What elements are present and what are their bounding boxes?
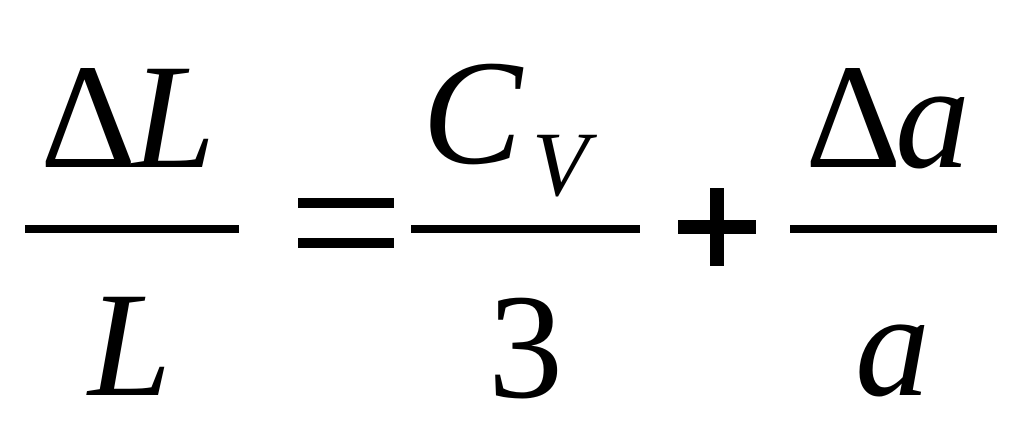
lhs-numerator-delta: Δ — [40, 34, 137, 200]
term1-numerator-subscript: V — [532, 113, 589, 215]
equals-sign-top-bar — [298, 198, 394, 208]
term1-fraction-bar — [411, 225, 640, 233]
term2-fraction-bar — [790, 225, 997, 233]
plus-sign-vertical — [710, 188, 724, 266]
term1-denominator-number: 3 — [488, 264, 563, 430]
lhs-denominator-variable: L — [88, 262, 172, 428]
term2-denominator-variable: a — [855, 262, 930, 428]
term1-numerator-base: C — [422, 30, 523, 196]
term2-numerator-variable: a — [895, 34, 970, 200]
lhs-numerator-variable: L — [132, 34, 216, 200]
lhs-fraction-bar — [25, 225, 239, 233]
term2-numerator-delta: Δ — [805, 34, 902, 200]
equals-sign-bottom-bar — [298, 238, 394, 248]
